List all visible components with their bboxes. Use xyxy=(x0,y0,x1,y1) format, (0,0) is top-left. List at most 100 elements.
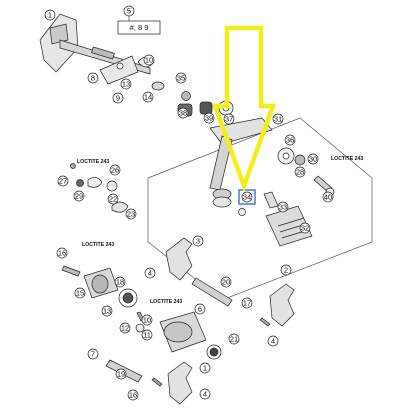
callout-1b: 1 xyxy=(199,362,211,374)
svg-text:34: 34 xyxy=(243,193,251,202)
svg-text:11: 11 xyxy=(143,331,151,340)
svg-text:3: 3 xyxy=(196,237,200,246)
callout-39: 39 xyxy=(203,112,215,124)
kit-box-number: 5 xyxy=(127,7,131,16)
yellow-pointer-arrow xyxy=(211,25,277,193)
callout-13b: 13 xyxy=(101,305,113,317)
callout-numbers: 1 8 9 10 13 14 35 38 39 37 31 36 30 28 4… xyxy=(44,9,334,401)
callout-9: 9 xyxy=(112,92,124,104)
callout-3: 3 xyxy=(192,235,204,247)
callout-12: 12 xyxy=(119,322,131,334)
loctite-label-3: LOCTITE 243 xyxy=(82,242,114,248)
callout-36: 36 xyxy=(284,134,296,146)
loctite-label-1: LOCTITE 243 xyxy=(77,159,109,165)
svg-text:4: 4 xyxy=(148,269,152,278)
svg-text:2: 2 xyxy=(284,266,288,275)
callout-27: 27 xyxy=(57,175,69,187)
svg-text:6: 6 xyxy=(198,305,202,314)
callout-29: 29 xyxy=(73,190,85,202)
svg-text:14: 14 xyxy=(144,93,152,102)
callout-19: 19 xyxy=(115,368,127,380)
callout-26: 26 xyxy=(109,164,121,176)
callout-35: 35 xyxy=(175,72,187,84)
svg-text:29: 29 xyxy=(75,192,83,201)
loctite-label-4: LOCTITE 243 xyxy=(150,299,182,305)
callout-4c: 4 xyxy=(199,388,211,400)
loctite-labels: LOCTITE 243 LOCTITE 243 LOCTITE 243 LOCT… xyxy=(77,156,363,305)
callout-30: 30 xyxy=(307,153,319,165)
svg-text:35: 35 xyxy=(177,74,185,83)
callout-10: 10 xyxy=(143,54,155,66)
svg-text:27: 27 xyxy=(59,177,67,186)
shift-quadrant-assembly xyxy=(209,117,313,247)
svg-text:39: 39 xyxy=(205,114,213,123)
svg-text:10: 10 xyxy=(143,316,151,325)
callout-15: 15 xyxy=(74,287,86,299)
svg-text:30: 30 xyxy=(309,155,317,164)
svg-text:21: 21 xyxy=(230,335,238,344)
callout-7: 7 xyxy=(87,348,99,360)
callout-38: 38 xyxy=(177,107,189,119)
callout-4a: 4 xyxy=(144,267,156,279)
callout-10b: 10 xyxy=(141,314,153,326)
svg-text:36: 36 xyxy=(286,136,294,145)
svg-text:19: 19 xyxy=(117,370,125,379)
svg-text:28: 28 xyxy=(296,168,304,177)
callout-13: 13 xyxy=(120,78,132,90)
svg-text:12: 12 xyxy=(121,324,129,333)
svg-text:13: 13 xyxy=(103,307,111,316)
shift-shaft-assembly xyxy=(39,13,151,85)
callout-8: 8 xyxy=(87,72,99,84)
svg-text:16: 16 xyxy=(58,249,66,258)
callout-20: 20 xyxy=(220,276,232,288)
callout-33: 33 xyxy=(277,201,289,213)
callout-28: 28 xyxy=(294,166,306,178)
callout-16: 16 xyxy=(56,247,68,259)
callout-17: 17 xyxy=(241,297,253,309)
callout-16b: 16 xyxy=(127,389,139,401)
callout-2: 2 xyxy=(280,264,292,276)
svg-text:32: 32 xyxy=(301,224,309,233)
callout-32: 32 xyxy=(299,222,311,234)
svg-text:13: 13 xyxy=(122,80,130,89)
svg-text:10: 10 xyxy=(145,56,153,65)
svg-text:15: 15 xyxy=(76,289,84,298)
callout-37: 37 xyxy=(223,113,235,125)
svg-text:4: 4 xyxy=(203,390,207,399)
svg-text:8: 8 xyxy=(91,74,95,83)
svg-text:16: 16 xyxy=(129,391,137,400)
svg-text:23: 23 xyxy=(127,210,135,219)
callout-14: 14 xyxy=(142,91,154,103)
callout-6: 6 xyxy=(194,303,206,315)
svg-text:26: 26 xyxy=(111,166,119,175)
shift-lever-small-parts xyxy=(70,163,129,213)
kit-box-5: 5 #, 8 9 xyxy=(117,5,161,35)
callout-11: 11 xyxy=(141,329,153,341)
svg-text:7: 7 xyxy=(91,350,95,359)
kit-box-contents: #, 8 9 xyxy=(130,23,149,32)
svg-text:22: 22 xyxy=(109,195,117,204)
callout-31: 31 xyxy=(272,113,284,125)
svg-text:1: 1 xyxy=(48,11,52,20)
shift-forks xyxy=(165,237,295,405)
svg-text:40: 40 xyxy=(324,193,332,202)
svg-text:1: 1 xyxy=(203,364,207,373)
callout-23: 23 xyxy=(125,208,137,220)
callout-21: 21 xyxy=(228,333,240,345)
svg-text:38: 38 xyxy=(179,109,187,118)
shift-drum xyxy=(135,311,222,360)
shift-drum-left-group xyxy=(61,265,138,308)
svg-text:17: 17 xyxy=(243,299,251,308)
screws xyxy=(136,311,271,387)
callout-22: 22 xyxy=(107,193,119,205)
assembly-plane-outline xyxy=(147,117,373,301)
callout-34-highlighted: 34 xyxy=(238,189,256,205)
callout-4b: 4 xyxy=(267,335,279,347)
svg-text:37: 37 xyxy=(225,115,233,124)
svg-text:33: 33 xyxy=(279,203,287,212)
svg-text:4: 4 xyxy=(271,337,275,346)
svg-text:31: 31 xyxy=(274,115,282,124)
callout-1: 1 xyxy=(44,9,56,21)
svg-text:18: 18 xyxy=(116,278,124,287)
